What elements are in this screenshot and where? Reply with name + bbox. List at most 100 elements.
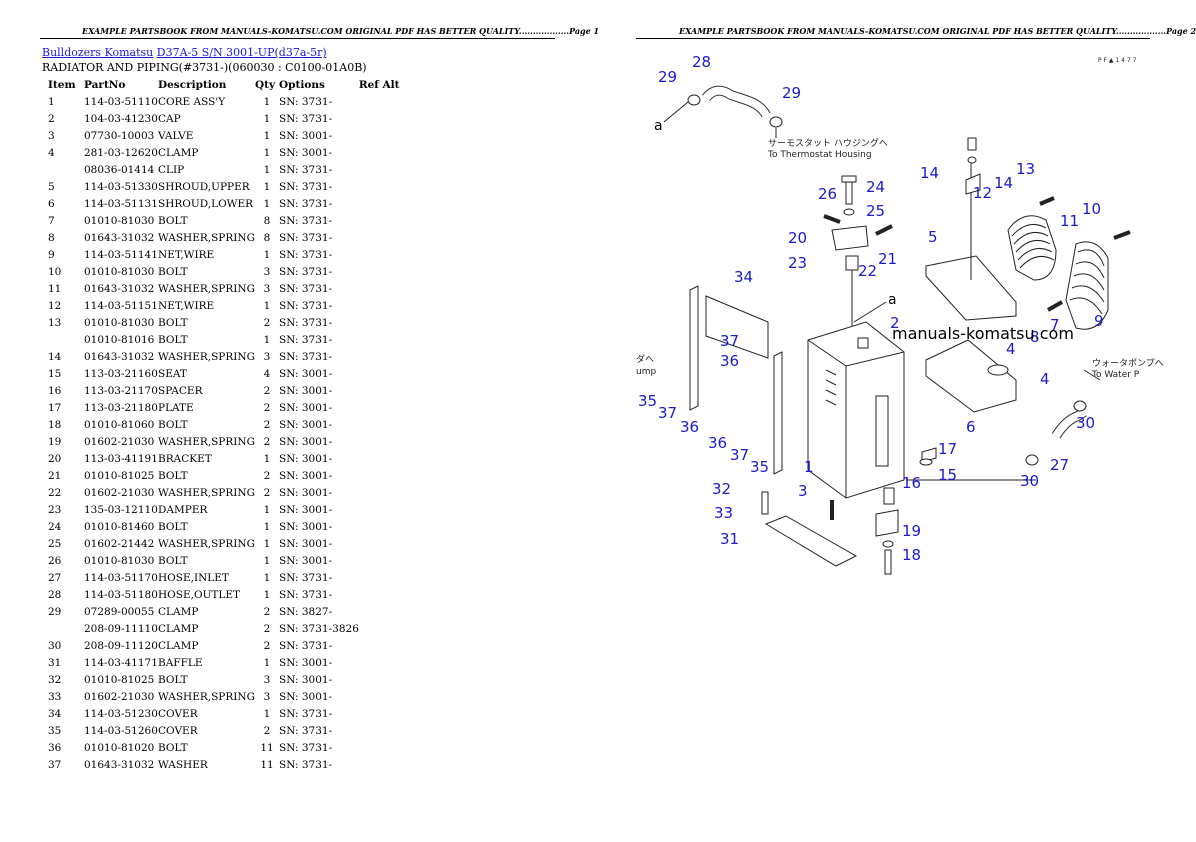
ref-alt: [359, 518, 409, 535]
leader-water-pump: [1083, 369, 1101, 381]
description: WASHER,SPRING: [158, 350, 255, 363]
ref-alt: [359, 620, 409, 637]
part-number: 01010-81030: [84, 265, 155, 278]
item-number: 31: [48, 656, 62, 669]
options: SN: 3731-: [279, 741, 333, 754]
shroud-lower-6: [925, 339, 1017, 413]
options: SN: 3731-: [279, 214, 333, 227]
callout-34: 34: [734, 268, 753, 286]
cover-35-left: [689, 285, 699, 411]
part-number: 07289-00055: [84, 605, 155, 618]
options: SN: 3731-: [279, 707, 333, 720]
quantity: 1: [263, 707, 271, 720]
description: BOLT: [158, 333, 188, 346]
callout-17: 17: [938, 440, 957, 458]
options: SN: 3827-: [279, 605, 333, 618]
options: SN: 3731-: [279, 299, 333, 312]
part-number: 01010-81460: [84, 520, 155, 533]
description: CLIP: [158, 163, 185, 176]
quantity: 8: [263, 214, 271, 227]
description: COVER: [158, 707, 198, 720]
callout-20: 20: [788, 229, 807, 247]
item-number: 9: [48, 248, 55, 261]
quantity: 11: [260, 741, 274, 754]
item-number: 18: [48, 418, 62, 431]
bolt-24-head: [841, 175, 857, 183]
cover-35-right: [773, 351, 783, 475]
quantity: 8: [263, 231, 271, 244]
callout-16: 16: [902, 474, 921, 492]
item-number: 36: [48, 741, 62, 754]
callout-37-top: 37: [720, 332, 739, 350]
quantity: 1: [263, 520, 271, 533]
options: SN: 3001-: [279, 503, 333, 516]
quantity: 2: [263, 724, 271, 737]
item-number: 27: [48, 571, 62, 584]
part-number: 01602-21030: [84, 435, 155, 448]
options: SN: 3001-: [279, 435, 333, 448]
washer-19: [882, 540, 894, 548]
item-number: 2: [48, 112, 55, 125]
breadcrumb: Bulldozers Komatsu D37A-5 S/N 3001-UP(d3…: [42, 46, 327, 59]
ref-alt: [359, 229, 409, 246]
part-number: 104-03-41230: [84, 112, 158, 125]
callout-4-bottom: 4: [1040, 370, 1050, 388]
callout-36-top: 36: [720, 352, 739, 370]
callout-5: 5: [928, 228, 938, 246]
item-number: 14: [48, 350, 62, 363]
item-number: 28: [48, 588, 62, 601]
ref-alt: [359, 212, 409, 229]
breadcrumb-model-link[interactable]: D37A-5 S/N 3001-UP(d37a-5r): [156, 46, 327, 59]
quantity: 2: [263, 316, 271, 329]
options: SN: 3001-: [279, 656, 333, 669]
part-number: 01602-21442: [84, 537, 155, 550]
part-number: 08036-01414: [84, 163, 155, 176]
item-number: 8: [48, 231, 55, 244]
description: CORE ASS'Y: [158, 95, 226, 108]
clamp-29-right: [769, 116, 783, 128]
options: SN: 3001-: [279, 401, 333, 414]
description: SHROUD,LOWER: [158, 197, 254, 210]
description: WASHER,SPRING: [158, 435, 255, 448]
options: SN: 3731-: [279, 588, 333, 601]
part-number: 208-09-11120: [84, 639, 158, 652]
description: VALVE: [158, 129, 194, 142]
page-header-2: EXAMPLE PARTSBOOK FROM MANUALS-KOMATSU.C…: [679, 26, 1196, 36]
description: CAP: [158, 112, 181, 125]
description: BOLT: [158, 418, 188, 431]
quantity: 1: [263, 180, 271, 193]
callout-25: 25: [866, 202, 885, 220]
ref-alt: [359, 467, 409, 484]
part-number: 114-03-51180: [84, 588, 158, 601]
part-number: 114-03-51170: [84, 571, 158, 584]
callout-8: 8: [1030, 328, 1040, 346]
item-number: [42, 620, 84, 637]
description: CLAMP: [158, 639, 199, 652]
callout-23: 23: [788, 254, 807, 272]
item-number: 15: [48, 367, 62, 380]
col-options: Options: [279, 79, 325, 91]
callout-14-left: 14: [920, 164, 939, 182]
ref-alt: [359, 671, 409, 688]
item-number: 37: [48, 758, 62, 771]
part-number: 113-03-41191: [84, 452, 158, 465]
description: BOLT: [158, 520, 188, 533]
breadcrumb-category-link[interactable]: Bulldozers Komatsu: [42, 46, 154, 59]
bolt-18: [884, 549, 892, 575]
options: SN: 3001-: [279, 537, 333, 550]
callout-32: 32: [712, 480, 731, 498]
quantity: 1: [263, 571, 271, 584]
callout-37-mid: 37: [658, 404, 677, 422]
quantity: 1: [263, 554, 271, 567]
